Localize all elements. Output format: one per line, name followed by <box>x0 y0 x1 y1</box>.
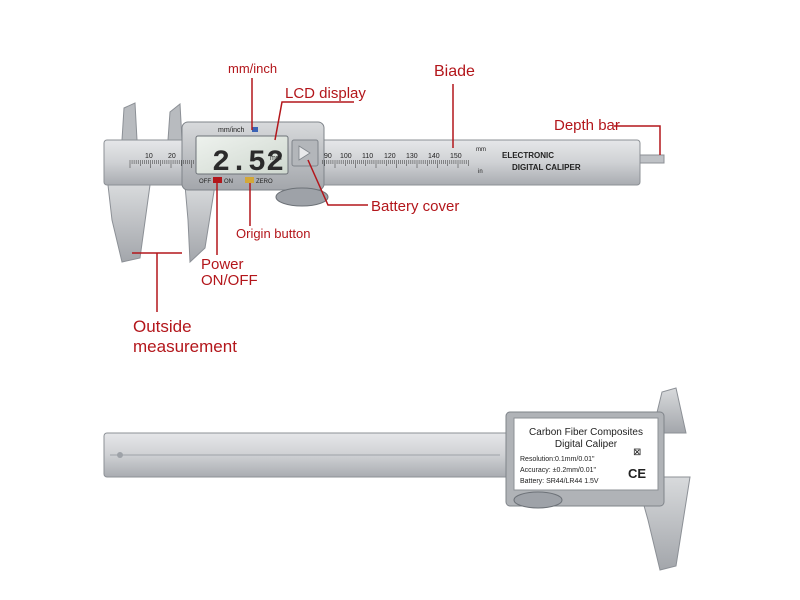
label-line1: Carbon Fiber Composites <box>529 427 643 438</box>
outside-jaw-sliding <box>184 184 216 264</box>
callout-origin-button: Origin button <box>236 226 311 241</box>
label-line2: Digital Caliper <box>555 439 618 450</box>
scale-labels: 10 20 90 100 110 120 130 140 150 <box>145 153 462 160</box>
unit-in-label: in <box>478 169 483 175</box>
mode-button[interactable] <box>252 127 258 132</box>
lcd-mode-label: mm/inch <box>218 127 245 134</box>
button-zero-label: ZERO <box>256 179 273 185</box>
lcd-display <box>195 135 289 175</box>
callout-lines <box>132 78 661 312</box>
weee-icon: ⊠ <box>633 447 641 458</box>
depth-leader <box>614 125 661 155</box>
callout-power-line1: Power <box>201 256 244 273</box>
callout-outside-line2: measurement <box>133 337 237 356</box>
accuracy-text: Accuracy: ±0.2mm/0.01" <box>520 467 596 474</box>
lcd-leader <box>274 101 354 141</box>
spec-label <box>513 417 659 491</box>
outside-jaw-fixed <box>107 184 151 263</box>
scale-label: 150 <box>450 153 462 160</box>
thumb-wheel[interactable] <box>275 187 329 207</box>
battery-leader <box>307 159 368 206</box>
brand-line1: ELECTRONIC <box>502 151 554 160</box>
callout-lcd-display: LCD display <box>285 85 366 102</box>
battery-text: Battery: SR44/LR44 1.5V <box>520 478 599 485</box>
callout-outside-measurement: Outside measurement <box>133 317 237 357</box>
battery-cover-arrow-icon <box>298 145 311 161</box>
resolution-text: Resolution:0.1mm/0.01" <box>520 456 595 463</box>
back-thumb-wheel[interactable] <box>513 491 563 509</box>
scale-label: 110 <box>362 153 373 160</box>
scale-label: 140 <box>428 153 440 160</box>
inside-jaw-sliding <box>167 103 183 141</box>
brand-line2: DIGITAL CALIPER <box>512 163 581 172</box>
callout-biade: Biade <box>434 63 475 80</box>
main-scale <box>129 160 469 168</box>
scale-label: 90 <box>324 153 332 160</box>
button-on-label: ON <box>224 179 233 185</box>
scale-label: 20 <box>168 153 176 160</box>
callout-power: Power ON/OFF <box>201 257 258 289</box>
scale-label: 10 <box>145 153 153 160</box>
scale-label: 130 <box>406 153 418 160</box>
callout-depth-bar: Depth bar <box>554 117 620 134</box>
lcd-unit: mm <box>270 155 282 162</box>
back-caliper: Carbon Fiber Composites Digital Caliper … <box>103 387 691 571</box>
lcd-value: 2.52 <box>212 146 284 180</box>
ce-icon: CE <box>628 466 646 481</box>
zero-button[interactable] <box>245 177 254 183</box>
button-off-label: OFF <box>199 179 211 185</box>
callout-battery-cover: Battery cover <box>371 198 460 215</box>
beam-screw <box>117 452 123 458</box>
unit-mm-label: mm <box>476 147 486 153</box>
callout-outside-line1: Outside <box>133 317 192 336</box>
power-button[interactable] <box>213 177 222 183</box>
scale-label: 120 <box>384 153 396 160</box>
callout-power-line2: ON/OFF <box>201 272 258 289</box>
inside-jaw-fixed <box>121 102 138 141</box>
callout-mm-inch: mm/inch <box>228 61 278 76</box>
front-caliper: mm/inch 2.52 mm OFF ON ZERO 10 20 90 100… <box>103 102 665 264</box>
depth-bar <box>639 154 665 164</box>
scale-label: 100 <box>340 153 352 160</box>
